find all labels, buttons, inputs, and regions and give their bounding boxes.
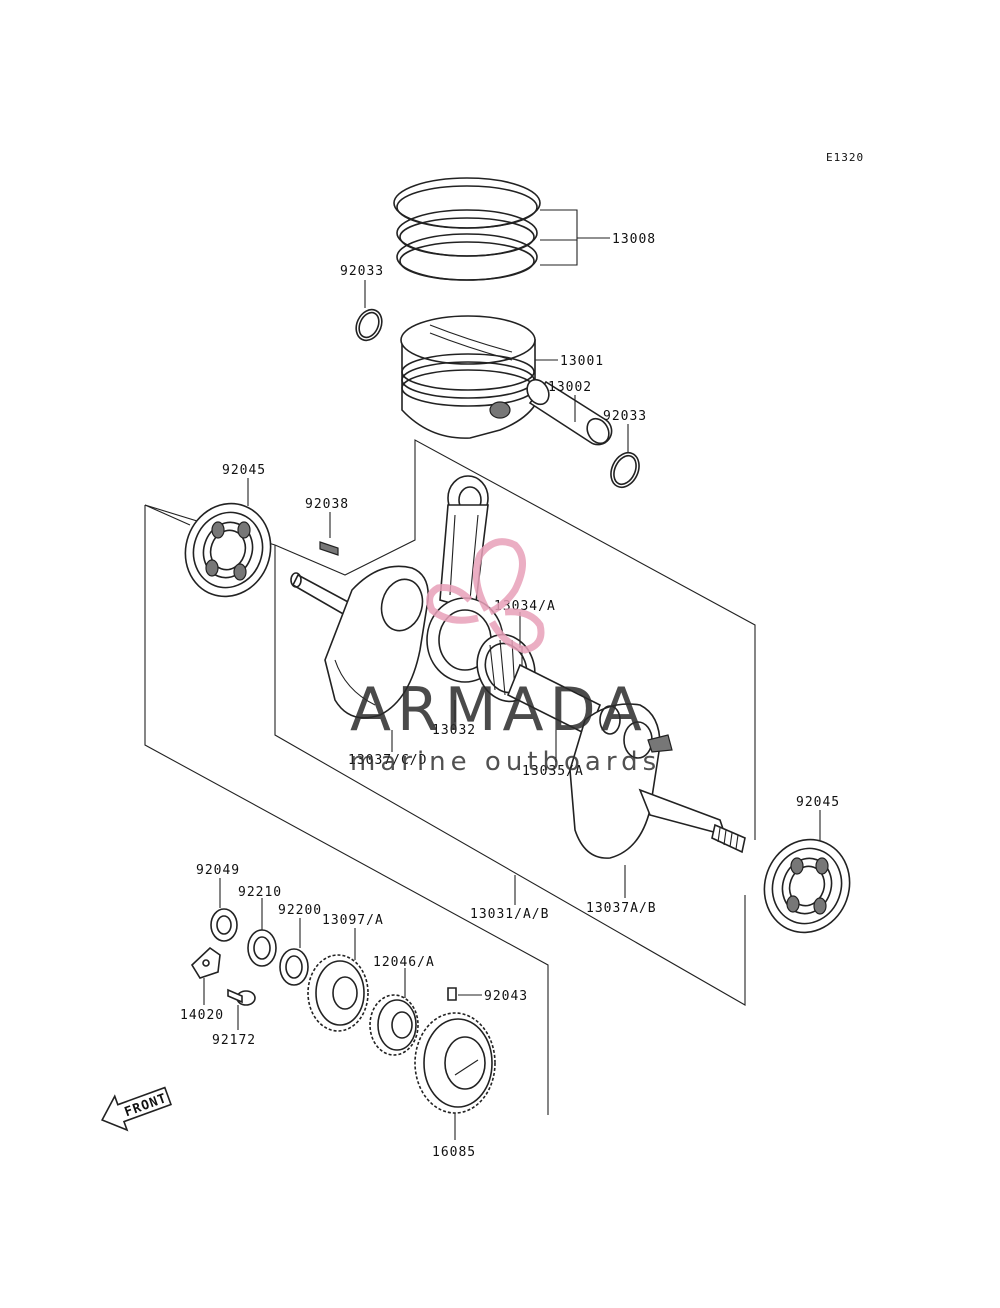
label-13032: 13032: [432, 723, 476, 738]
label-92200: 92200: [278, 903, 322, 918]
piston-pin: [526, 378, 613, 446]
label-13035: 13035/A: [522, 764, 584, 779]
piston-ring-set: [393, 177, 541, 281]
sprocket-12046: [369, 994, 419, 1056]
circlip-right: [610, 451, 640, 489]
ref-code: E1320: [826, 151, 864, 164]
circlip-left: [355, 308, 383, 342]
main-bearing-left: [184, 502, 272, 598]
label-92049: 92049: [196, 863, 240, 878]
watermark-logo: ARMADA marine outboards: [350, 538, 661, 777]
label-92045-left: 92045: [222, 463, 266, 478]
leader-13008: [540, 209, 610, 266]
bearing-92049: [210, 908, 238, 942]
dowel-92043: [447, 987, 457, 1001]
label-92043: 92043: [484, 989, 528, 1004]
label-92038: 92038: [305, 497, 349, 512]
assembly-frame-outer: [144, 439, 756, 1115]
watermark-title: ARMADA: [350, 675, 648, 745]
bearing-92210: [247, 929, 277, 967]
label-14020: 14020: [180, 1008, 224, 1023]
main-bearing-right: [763, 838, 851, 934]
label-92033-left: 92033: [340, 264, 384, 279]
label-13037-ab: 13037A/B: [586, 901, 657, 916]
washer-92200: [279, 948, 309, 986]
plate-14020: [190, 946, 221, 979]
crank-key: [319, 541, 339, 556]
label-13001: 13001: [560, 354, 604, 369]
label-16085: 16085: [432, 1145, 476, 1160]
gear-16085: [414, 1012, 496, 1114]
label-13008: 13008: [612, 232, 656, 247]
label-13002: 13002: [548, 380, 592, 395]
gear-13097: [307, 954, 369, 1032]
label-92210: 92210: [238, 885, 282, 900]
front-arrow: FRONT: [100, 1086, 172, 1132]
label-92172: 92172: [212, 1033, 256, 1048]
watermark-subtitle: marine outboards: [350, 747, 661, 777]
label-92045-right: 92045: [796, 795, 840, 810]
label-13031: 13031/A/B: [470, 907, 549, 922]
bolt-92172: [227, 988, 256, 1006]
crankshaft-left-half: [290, 565, 429, 719]
label-13037-cd: 13037/C/D: [348, 753, 427, 768]
label-12046: 12046/A: [373, 955, 435, 970]
propeller-icon: [426, 538, 545, 654]
crankshaft-right-half: [569, 703, 746, 859]
label-13097: 13097/A: [322, 913, 384, 928]
piston: [400, 315, 536, 439]
label-92033-right: 92033: [603, 409, 647, 424]
